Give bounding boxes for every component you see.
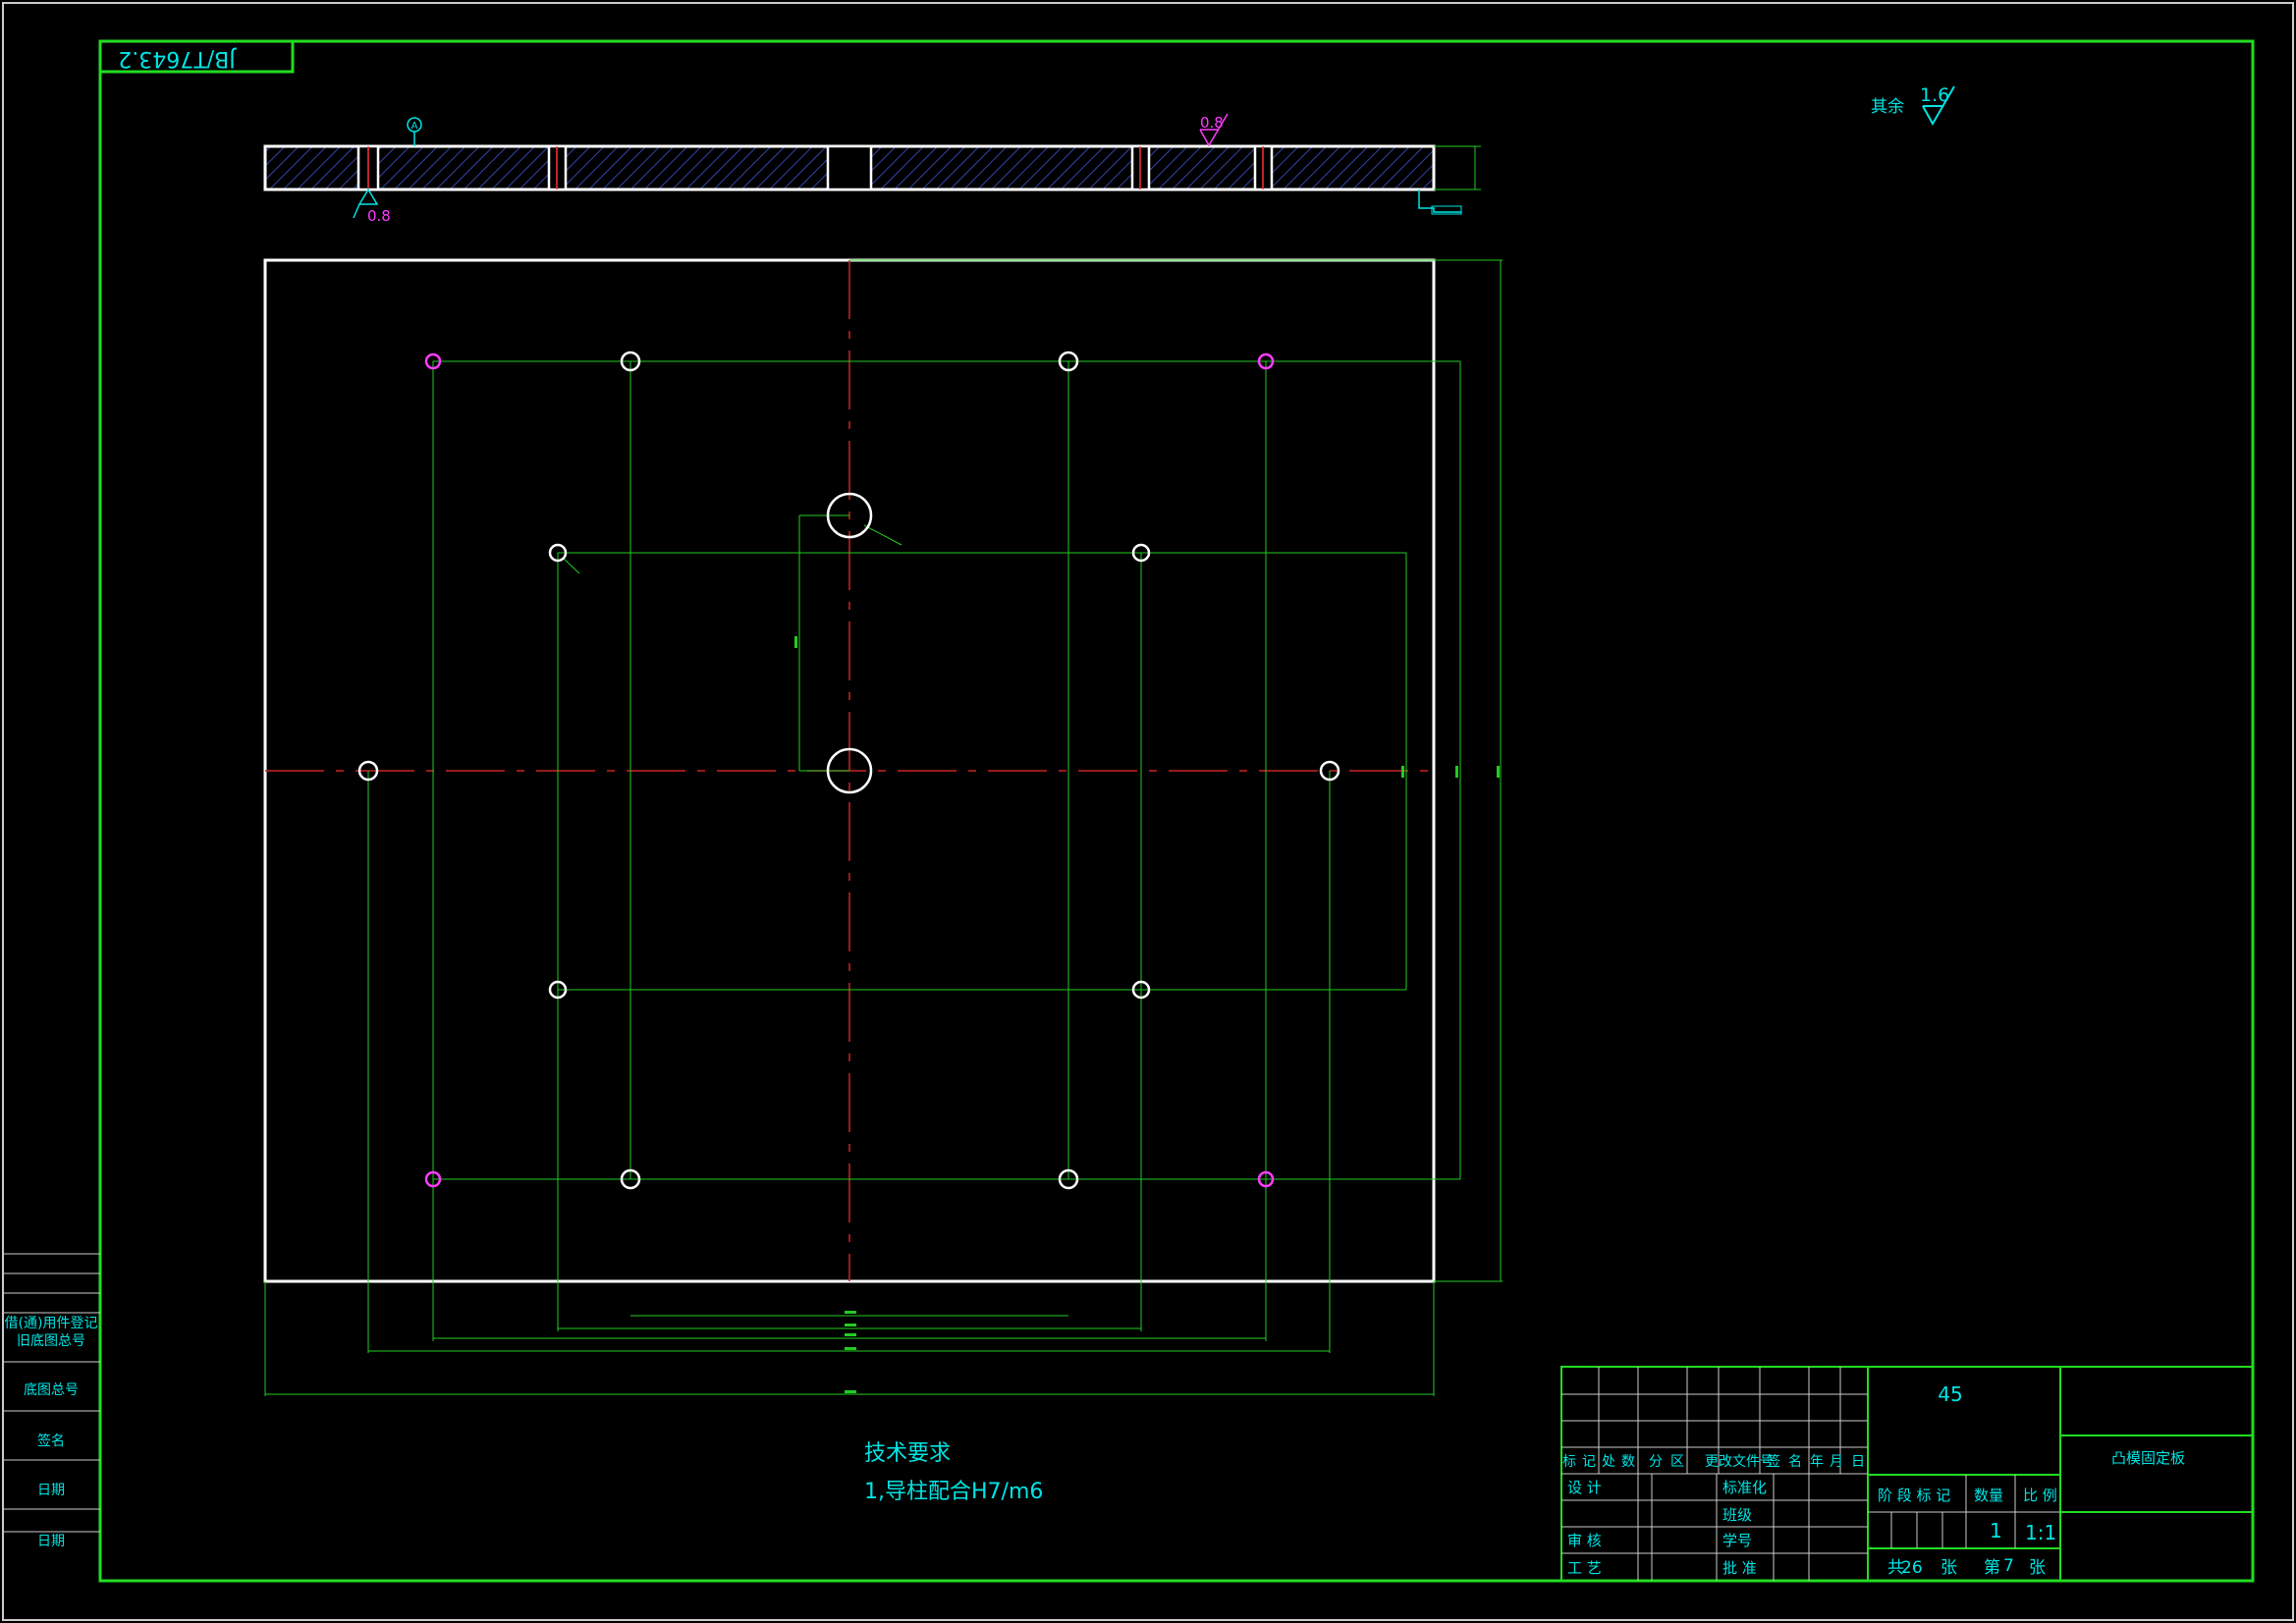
tb-standardization: 标准化 [1722, 1479, 1767, 1496]
tb-student-id: 学号 [1722, 1532, 1752, 1549]
corner-holes [424, 352, 1275, 1188]
tb-scale: 1:1 [2025, 1521, 2056, 1544]
roughness-symbol-icon [1922, 85, 1955, 127]
datum-a-label: A [411, 121, 418, 132]
tb-header-1: 记 [1582, 1454, 1596, 1470]
tb-header-7: 签 [1767, 1453, 1780, 1470]
screw-hole [1058, 1168, 1079, 1190]
tb-header-0: 标 [1562, 1454, 1576, 1470]
tb-sheet-unit2: 张 [2029, 1558, 2046, 1578]
dowel-hole [826, 747, 873, 794]
title-block: 标 记 处 数 分 区 更改文件号 签 名 年 月 日 设 计 标准化 班级 审… [1560, 1366, 2254, 1582]
tb-sheets-total: 26 [1901, 1558, 1923, 1578]
tech-req-line1: 1,导柱配合H7/m6 [864, 1480, 1043, 1504]
threaded-hole [1257, 1170, 1275, 1188]
tb-sheets-total-prefix: 共 [1887, 1558, 1904, 1578]
dowel-hole [826, 492, 873, 539]
tb-sheets-unit: 张 [1941, 1558, 1957, 1578]
left-row-1: 借(通)用件登记 [5, 1316, 98, 1331]
section-roughness-bottom-value: 0.8 [367, 207, 391, 225]
threaded-hole [424, 1170, 442, 1188]
drawing-number: JB/T7643.2 [118, 46, 237, 71]
left-row-3: 底图总号 [24, 1382, 79, 1398]
tb-part-name: 凸模固定板 [2111, 1449, 2185, 1467]
screw-hole [1131, 980, 1151, 1000]
tb-design: 设 计 [1567, 1479, 1602, 1496]
general-roughness-label: 其余 [1871, 97, 1904, 117]
section-roughness-bottom: 0.8 [353, 188, 391, 225]
left-row-5: 日期 [37, 1483, 65, 1498]
tb-header-8: 名 [1788, 1454, 1802, 1470]
tb-header-9: 年 [1810, 1454, 1824, 1470]
datum-a-marker: A [407, 117, 422, 146]
left-row-2: 旧底图总号 [17, 1333, 85, 1349]
drawing-number-box: JB/T7643.2 [98, 39, 295, 74]
tb-header-6: 更改文件号 [1705, 1454, 1774, 1470]
screw-hole [1058, 351, 1079, 372]
tb-header-11: 日 [1851, 1454, 1865, 1470]
section-roughness-top-value: 0.8 [1200, 114, 1224, 132]
threaded-hole [1257, 352, 1275, 370]
tb-header-2: 处 [1602, 1454, 1615, 1470]
screw-hole [1131, 543, 1151, 563]
guide-hole [1319, 760, 1340, 782]
tb-material: 45 [1938, 1382, 1962, 1406]
section-view: A 0.8 0.8 [263, 113, 1481, 225]
screw-hole [620, 351, 641, 372]
tb-header-4: 分 [1649, 1454, 1663, 1470]
left-row-4: 签名 [37, 1433, 65, 1449]
tb-class: 班级 [1722, 1506, 1752, 1524]
tb-quantity-label: 数量 [1974, 1487, 2003, 1504]
left-column: 借(通)用件登记 旧底图总号 底图总号 签名 日期 日期 [3, 1253, 100, 1549]
tb-sheet-current-prefix: 第 [1984, 1558, 2000, 1578]
holes [357, 351, 1340, 1190]
technical-requirements: 技术要求 1,导柱配合H7/m6 [864, 1441, 1043, 1504]
screw-hole [620, 1168, 641, 1190]
plan-view [263, 258, 1503, 1396]
screw-hole [548, 543, 568, 563]
drawing-frame [98, 39, 2255, 1583]
tb-scale-label: 比 例 [2023, 1487, 2057, 1504]
tech-req-heading: 技术要求 [864, 1441, 951, 1466]
tb-stage-label: 阶 段 标 记 [1878, 1487, 1950, 1504]
dimension-lines [264, 259, 1503, 1396]
screw-hole [548, 980, 568, 1000]
tb-header-3: 数 [1621, 1454, 1635, 1470]
guide-hole [357, 760, 379, 782]
section-roughness-top: 0.8 [1199, 113, 1229, 147]
general-roughness: 其余 1.6 [1871, 84, 1955, 127]
left-row-6: 日期 [37, 1534, 65, 1549]
tb-quantity: 1 [1990, 1519, 2002, 1542]
tb-craft: 工 艺 [1567, 1559, 1602, 1577]
tb-header-10: 月 [1830, 1454, 1843, 1470]
tb-header-5: 区 [1670, 1454, 1684, 1470]
general-roughness-value: 1.6 [1920, 84, 1949, 106]
tb-review: 审 核 [1567, 1532, 1602, 1549]
tb-approve: 批 准 [1722, 1559, 1757, 1577]
threaded-hole [424, 352, 442, 370]
tb-sheet-current: 7 [2003, 1556, 2014, 1576]
